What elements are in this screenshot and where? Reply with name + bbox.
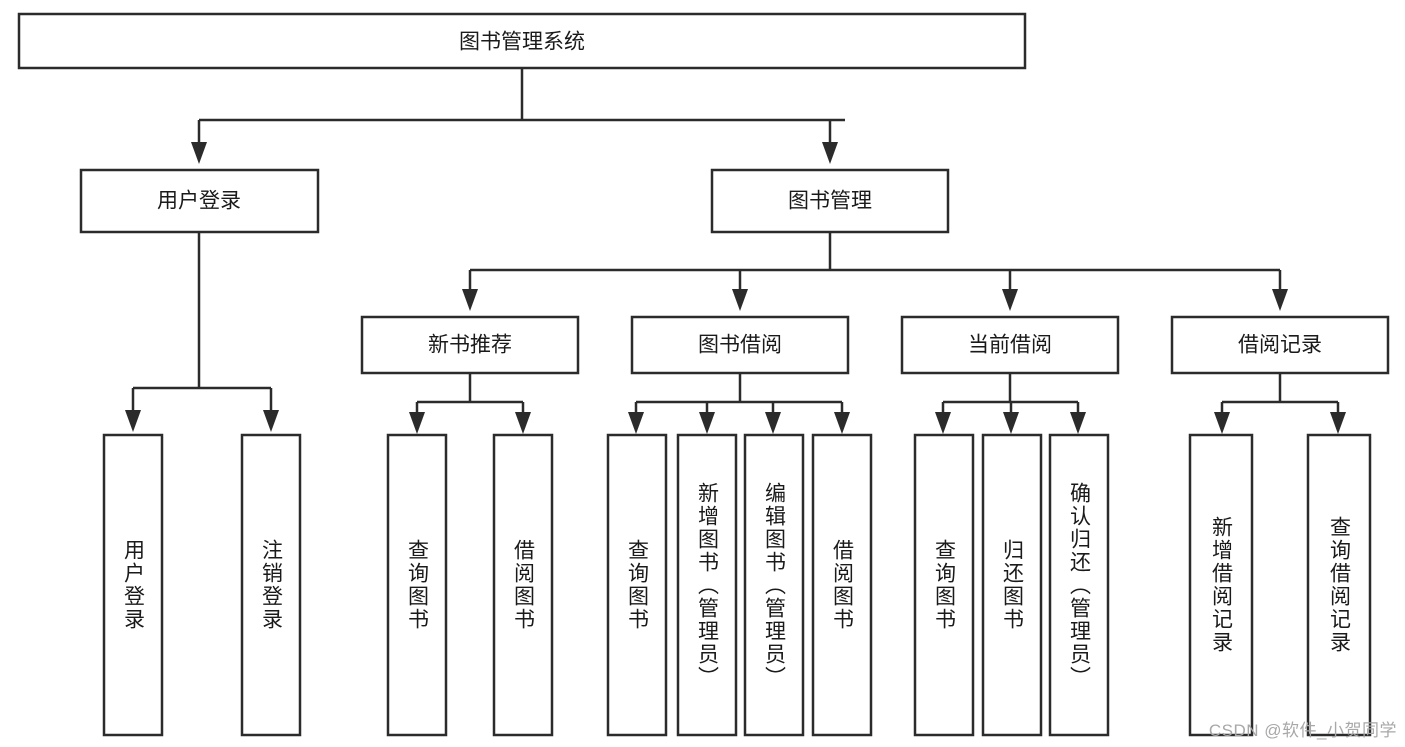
connector-group-newbook (409, 373, 531, 434)
node-box-leaf-borrow-book-2[interactable] (811, 433, 873, 737)
arrowhead-book-mgmt (822, 142, 838, 164)
arrowhead-leaf-add-book (699, 412, 715, 434)
node-box-leaf-query-book-2[interactable] (606, 433, 668, 737)
node-box-leaf-logout[interactable] (240, 433, 302, 737)
node-box-current-borrow[interactable] (900, 315, 1120, 375)
node-box-leaf-add-book[interactable] (676, 433, 738, 737)
arrowhead-leaf-query-book-2 (628, 412, 644, 434)
arrowhead-leaf-user-login (125, 410, 141, 432)
node-box-leaf-borrow-book-1[interactable] (492, 433, 554, 737)
arrowhead-leaf-edit-book (765, 412, 781, 434)
connector-group-user-login (125, 232, 279, 432)
label-borrow-records: 借阅记录 (1238, 334, 1322, 357)
node-box-leaf-confirm-return[interactable] (1048, 433, 1110, 737)
node-box-borrow-records[interactable] (1170, 315, 1390, 375)
node-box-root[interactable] (17, 12, 1027, 70)
node-box-new-book-recommend[interactable] (360, 315, 580, 375)
arrowhead-leaf-logout (263, 410, 279, 432)
connector-group-root (191, 68, 845, 164)
arrowhead-leaf-return-book (1003, 412, 1019, 434)
label-current-borrow: 当前借阅 (968, 334, 1052, 357)
label-book-management: 图书管理 (788, 190, 872, 213)
arrowhead-current (1002, 289, 1018, 311)
node-box-book-borrow[interactable] (630, 315, 850, 375)
arrowhead-newbook (462, 289, 478, 311)
node-box-leaf-edit-book[interactable] (743, 433, 805, 737)
arrowhead-leaf-query-book-1 (409, 412, 425, 434)
label-user-login: 用户登录 (157, 190, 241, 213)
label-book-borrow: 图书借阅 (698, 334, 782, 357)
node-box-user-login[interactable] (79, 168, 320, 234)
watermark-text: CSDN @软件_小贺同学 (1208, 721, 1397, 740)
arrowhead-leaf-borrow-book-1 (515, 412, 531, 434)
arrowhead-leaf-add-record (1214, 412, 1230, 434)
arrowhead-records (1272, 289, 1288, 311)
arrowhead-leaf-query-record (1330, 412, 1346, 434)
arrowhead-leaf-confirm-return (1070, 412, 1086, 434)
node-box-leaf-add-record[interactable] (1188, 433, 1254, 737)
node-box-leaf-query-book-1[interactable] (386, 433, 448, 737)
label-root: 图书管理系统 (459, 31, 585, 54)
node-box-leaf-query-record[interactable] (1306, 433, 1372, 737)
node-box-leaf-user-login[interactable] (102, 433, 164, 737)
connector-group-current (935, 373, 1086, 434)
connector-group-borrow (628, 373, 850, 434)
arrowhead-leaf-query-book-3 (935, 412, 951, 434)
connector-group-book-mgmt (462, 232, 1288, 311)
arrowhead-leaf-borrow-book-2 (834, 412, 850, 434)
node-box-leaf-query-book-3[interactable] (913, 433, 975, 737)
node-box-leaf-return-book[interactable] (981, 433, 1043, 737)
arrowhead-user-login (191, 142, 207, 164)
connector-group-records (1214, 373, 1346, 434)
label-new-book-recommend: 新书推荐 (428, 334, 512, 357)
arrowhead-borrow (732, 289, 748, 311)
node-box-book-management[interactable] (710, 168, 950, 234)
